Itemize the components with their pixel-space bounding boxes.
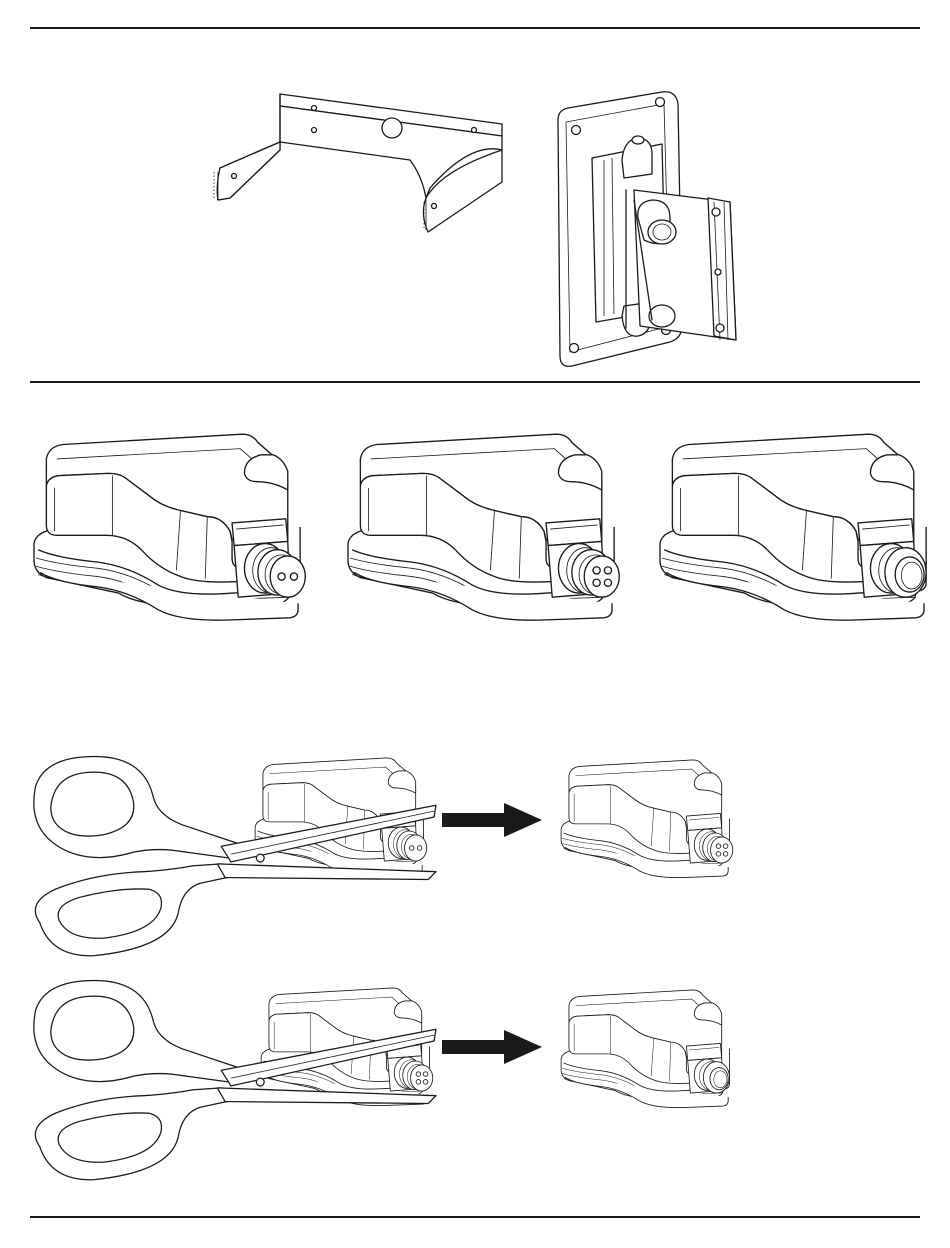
step-2-arrow-right-icon	[442, 1030, 542, 1064]
top-rule	[30, 27, 920, 29]
step-1-scissors-icon	[26, 756, 436, 962]
input-cover-open-gland-icon	[646, 428, 936, 624]
u-bracket-icon	[210, 88, 510, 238]
input-cover-2-pin-icon	[20, 428, 310, 624]
step-1-input-cover-4-pin-icon	[552, 756, 736, 880]
step-2-scissors-icon	[26, 980, 436, 1186]
bottom-rule	[30, 1216, 920, 1218]
input-cover-4-pin-icon	[334, 428, 624, 624]
middle-rule	[30, 381, 920, 383]
wall-swivel-mount-icon	[552, 90, 742, 370]
step-1-arrow-right-icon	[442, 803, 542, 837]
step-2-input-cover-open-gland-icon	[552, 986, 736, 1110]
